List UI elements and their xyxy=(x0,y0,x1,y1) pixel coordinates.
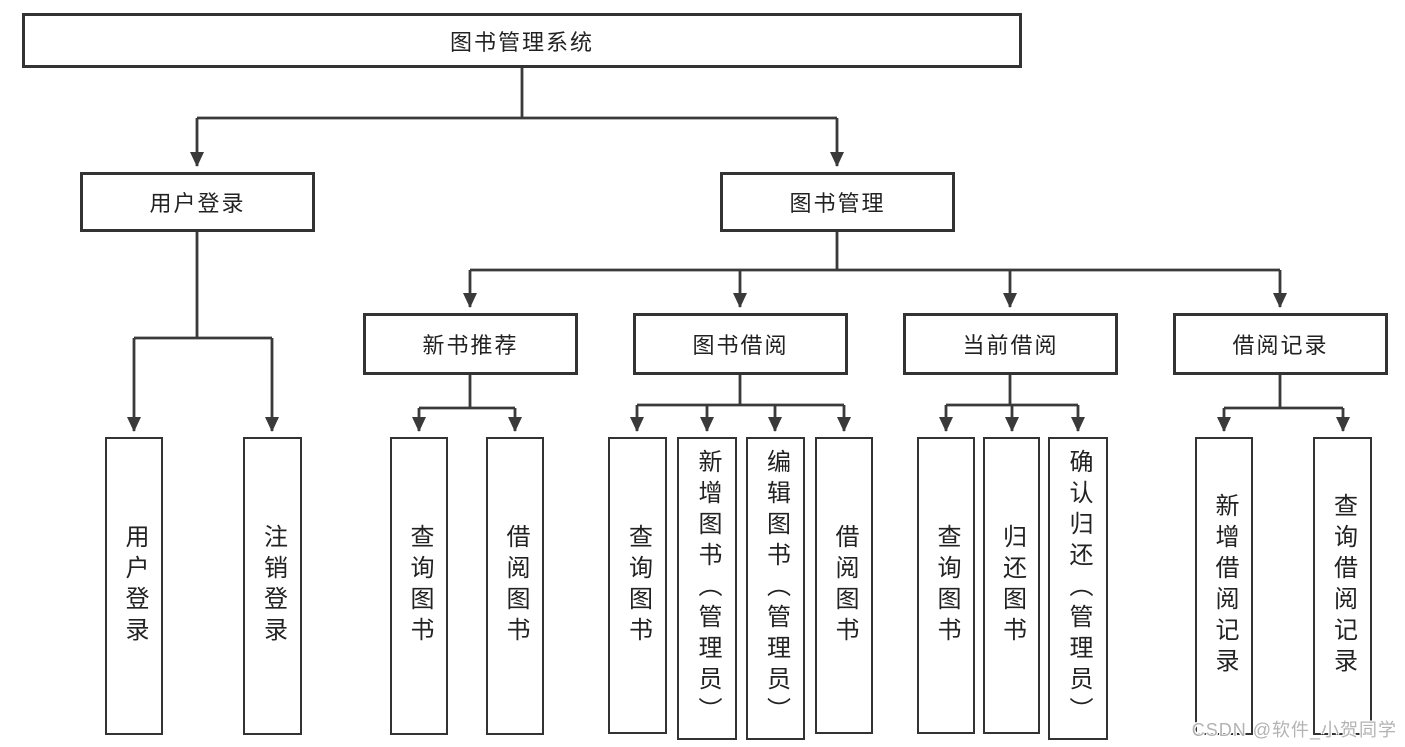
node-borrowing-records: 借阅记录 xyxy=(1173,313,1388,375)
node-current-query-books: 查询图书 xyxy=(917,437,975,734)
node-new-book-recommendation: 新书推荐 xyxy=(363,313,578,375)
node-library-management-system: 图书管理系统 xyxy=(22,13,1022,68)
node-label: 归还图书 xyxy=(998,523,1026,648)
node-book-management: 图书管理 xyxy=(720,172,955,232)
node-label: 查询图书 xyxy=(624,523,652,648)
node-label: 确认归还（管理员） xyxy=(1065,449,1092,728)
node-recommend-borrow-books: 借阅图书 xyxy=(486,437,544,735)
csdn-watermark: CSDN @软件_小贺同学 xyxy=(1191,720,1397,740)
node-borrow-query-books: 查询图书 xyxy=(608,437,667,734)
node-user-login: 用户登录 xyxy=(80,172,315,232)
node-borrow-edit-books-admin: 编辑图书（管理员） xyxy=(746,437,805,740)
node-records-add-record: 新增借阅记录 xyxy=(1195,437,1253,735)
node-label: 查询图书 xyxy=(406,524,433,648)
node-label: 注销登录 xyxy=(259,524,287,648)
node-login-user-login: 用户登录 xyxy=(105,437,163,735)
node-login-logout: 注销登录 xyxy=(243,437,302,735)
node-label: 用户登录 xyxy=(149,191,246,216)
node-label: 当前借阅 xyxy=(962,333,1059,358)
node-label: 查询图书 xyxy=(933,523,960,648)
node-label: 新书推荐 xyxy=(422,333,519,358)
node-label: 图书管理 xyxy=(789,191,886,216)
node-current-borrowing: 当前借阅 xyxy=(903,313,1118,375)
node-label: 图书借阅 xyxy=(692,333,789,358)
node-recommend-query-books: 查询图书 xyxy=(390,437,448,735)
node-label: 借阅记录 xyxy=(1232,333,1329,358)
node-book-borrowing: 图书借阅 xyxy=(633,313,848,375)
node-label: 图书管理系统 xyxy=(449,29,594,55)
node-label: 借阅图书 xyxy=(831,523,858,648)
node-label: 新增借阅记录 xyxy=(1211,493,1238,679)
node-label: 查询借阅记录 xyxy=(1329,493,1357,679)
node-label: 用户登录 xyxy=(121,524,148,648)
node-label: 借阅图书 xyxy=(502,524,529,648)
node-label: 新增图书（管理员） xyxy=(694,449,721,728)
node-current-confirm-return-admin: 确认归还（管理员） xyxy=(1048,437,1108,740)
node-current-return-books: 归还图书 xyxy=(983,437,1040,734)
node-borrow-borrow-books: 借阅图书 xyxy=(815,437,873,734)
node-label: 编辑图书（管理员） xyxy=(762,449,790,728)
node-records-query-record: 查询借阅记录 xyxy=(1313,437,1372,735)
node-borrow-add-books-admin: 新增图书（管理员） xyxy=(677,437,737,740)
